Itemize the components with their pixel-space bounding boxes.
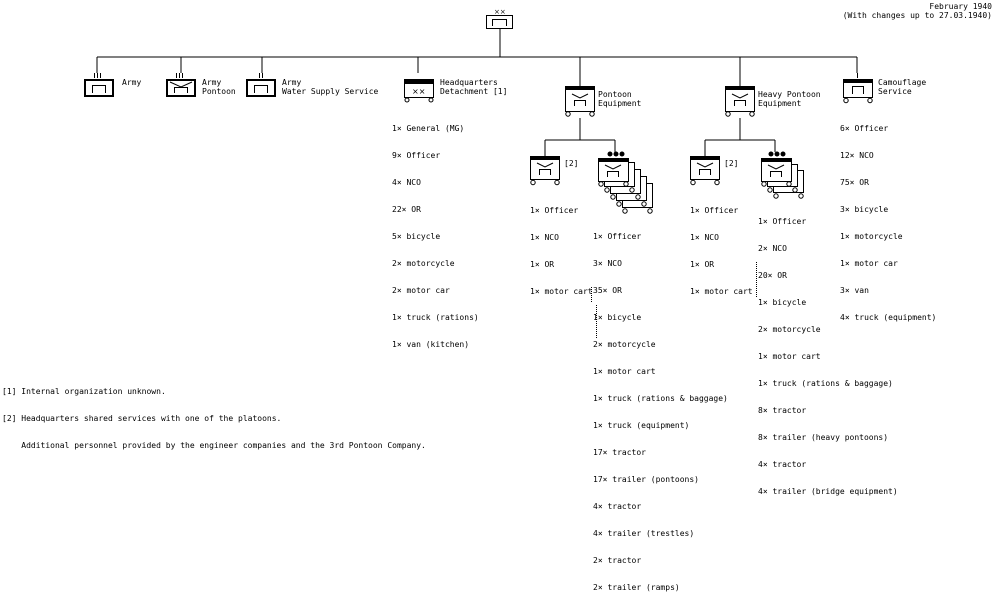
heavy-pontoon-label-1: Heavy Pontoon [758,90,821,99]
list-item: 1× OR [530,260,555,269]
list-item: 4× tractor [758,460,807,469]
list-item: 1× motorcycle [840,232,903,241]
list-item: 3× van [840,286,869,295]
list-item: 9× Officer [392,151,441,160]
heavy-hq-note: [2] [724,159,739,168]
list-item: 1× truck (equipment) [593,421,690,430]
date-stamp: February 1940 (With changes up to 27.03.… [843,2,992,20]
list-item: 1× bicycle [758,298,807,307]
list-item: 35× OR [593,286,622,295]
list-item: 22× OR [392,205,421,214]
hq-equipment-list: 1× General (MG) 9× Officer 4× NCO 22× OR… [392,106,479,358]
date-changes-line: (With changes up to 27.03.1940) [842,11,992,20]
heavy-pontoon-symbol [725,86,755,117]
footnote-2: [2] Headquarters shared services with on… [2,414,282,423]
list-item: 1× truck (rations & baggage) [593,394,728,403]
list-item: 8× trailer (heavy pontoons) [758,433,889,442]
list-item: 1× truck (rations & baggage) [758,379,893,388]
list-item: 1× Officer [758,217,807,226]
water-supply-label-1: Army [282,78,302,87]
svg-text:××: ×× [412,87,425,96]
list-item: 2× trailer (ramps) [593,583,680,592]
list-item: 1× van (kitchen) [392,340,470,349]
list-item: 8× tractor [758,406,807,415]
pontoon-platoons-symbol [598,151,653,214]
svg-text:××: ×× [494,8,506,16]
camouflage-list: 6× Officer 12× NCO 75× OR 3× bicycle 1× … [840,106,936,331]
list-item: 4× NCO [392,178,421,187]
water-supply-unit-symbol [246,73,276,97]
pontoon-unit-symbol [166,73,196,97]
hq-detachment-symbol: ×× [404,79,434,103]
hq-label-2: Detachment [1] [440,87,508,96]
heavy-hq-list: 1× Officer 1× NCO 1× OR 1× motor cart [690,188,753,305]
footnote-1: [1] Internal organization unknown. [2,387,166,396]
camouflage-label-1: Camouflage [878,78,927,87]
list-item: 1× motor car [840,259,898,268]
list-item: 2× motorcycle [392,259,455,268]
list-item: 1× bicycle [593,313,642,322]
list-item: 1× motor cart [690,287,753,296]
list-item: 1× truck (rations) [392,313,479,322]
list-item: 1× Officer [593,232,642,241]
connector-lines [96,29,858,339]
list-item: 1× OR [690,260,715,269]
list-item: 75× OR [840,178,869,187]
list-item: 20× OR [758,271,787,280]
heavy-platoons-symbol [761,151,804,199]
army-unit-symbol [84,73,114,97]
footnote-3: Additional personnel provided by the eng… [2,441,426,450]
list-item: 1× Officer [530,206,579,215]
footnotes: [1] Internal organization unknown. [2] H… [2,369,426,459]
camouflage-label-2: Service [878,87,912,96]
pontoon-hq-list: 1× Officer 1× NCO 1× OR 1× motor cart [530,188,593,305]
army-pontoon-label-2: Pontoon [202,87,236,96]
list-item: 12× NCO [840,151,874,160]
list-item: 1× motor cart [758,352,821,361]
list-item: 2× NCO [758,244,787,253]
list-item: 1× General (MG) [392,124,465,133]
list-item: 5× bicycle [392,232,441,241]
list-item: 4× tractor [593,502,642,511]
list-item: 4× trailer (bridge equipment) [758,487,898,496]
heavy-hq-symbol [690,156,720,186]
list-item: 1× NCO [690,233,719,242]
company-hq-symbol: ×× [486,8,513,29]
list-item: 2× tractor [593,556,642,565]
list-item: 1× motor cart [593,367,656,376]
pontoon-equipment-label-1: Pontoon [598,90,632,99]
water-supply-label-2: Water Supply Service [282,87,379,96]
date-line: February 1940 [929,2,992,11]
pontoon-hq-note: [2] [564,159,579,168]
list-item: 1× motor cart [530,287,593,296]
camouflage-symbol [843,73,873,104]
list-item: 3× bicycle [840,205,889,214]
list-item: 17× trailer (pontoons) [593,475,699,484]
pontoon-hq-symbol [530,156,560,186]
list-item: 2× motorcycle [593,340,656,349]
pontoon-equipment-symbol [565,86,595,117]
list-item: 4× trailer (trestles) [593,529,695,538]
list-item: 2× motorcycle [758,325,821,334]
heavy-pontoon-label-2: Equipment [758,99,802,108]
list-item: 6× Officer [840,124,889,133]
pontoon-equipment-label-2: Equipment [598,99,642,108]
list-item: 3× NCO [593,259,622,268]
list-item: 1× Officer [690,206,739,215]
list-item: 2× motor car [392,286,450,295]
list-item: 4× truck (equipment) [840,313,937,322]
army-pontoon-label-1: Army [202,78,222,87]
army-label: Army [122,78,142,87]
list-item: 17× tractor [593,448,646,457]
hq-label-1: Headquarters [440,78,498,87]
list-item: 1× NCO [530,233,559,242]
